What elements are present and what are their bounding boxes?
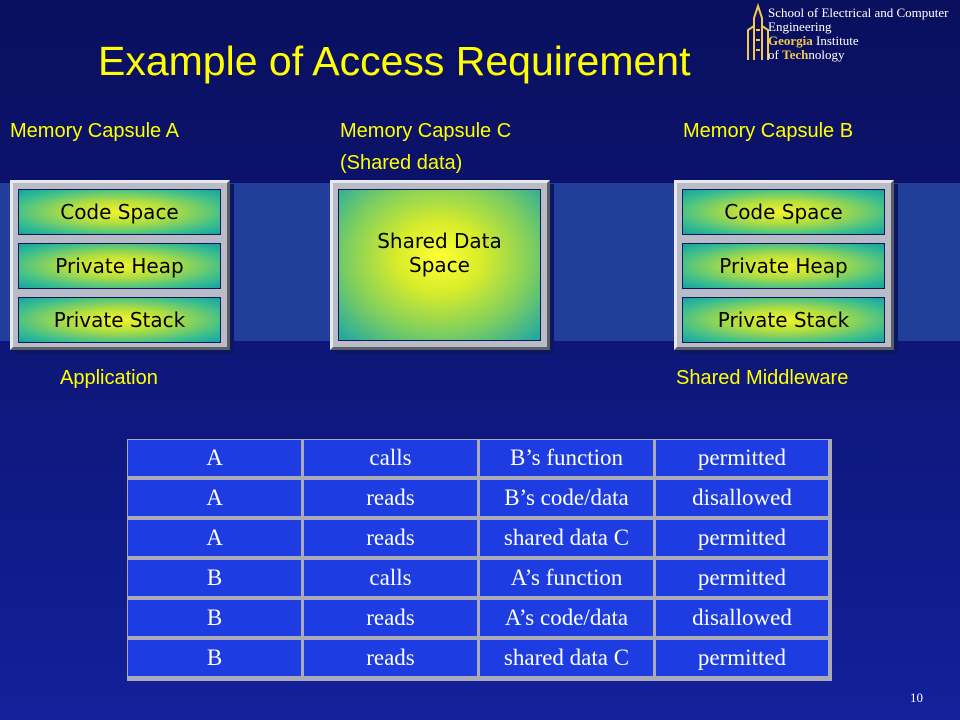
memory-capsule-b: Code Space Private Heap Private Stack — [674, 180, 894, 350]
slide-title: Example of Access Requirement — [98, 38, 691, 84]
tech-tower-icon — [747, 2, 769, 60]
table-cell-result: permitted — [656, 520, 828, 556]
table-row: B reads shared data C permitted — [128, 640, 832, 680]
capsule-b-private-stack: Private Stack — [682, 297, 885, 343]
shared-data-line-2: Space — [409, 253, 470, 277]
logo-line-4: of Technology — [768, 48, 949, 62]
capsule-a-caption: Application — [60, 367, 158, 389]
logo-tech: Tech — [782, 47, 809, 62]
page-number: 10 — [910, 690, 923, 705]
table-cell-result: permitted — [656, 440, 828, 476]
logo-institute: Institute — [812, 33, 859, 48]
logo-text: School of Electrical and Computer Engine… — [768, 6, 949, 62]
table-cell-action: calls — [304, 440, 477, 476]
capsule-b-private-heap: Private Heap — [682, 243, 885, 289]
table-row: B calls A’s function permitted — [128, 560, 832, 600]
logo-georgia: Georgia — [768, 33, 813, 48]
table-cell-subject: A — [128, 440, 301, 476]
table-row: A reads shared data C permitted — [128, 520, 832, 560]
capsule-a-code-space: Code Space — [18, 189, 221, 235]
table-cell-result: disallowed — [656, 600, 828, 636]
capsule-b-code-space: Code Space — [682, 189, 885, 235]
table-cell-target: shared data C — [480, 520, 653, 556]
capsule-a-heading: Memory Capsule A — [10, 120, 179, 142]
table-cell-subject: B — [128, 640, 301, 676]
table-cell-action: reads — [304, 520, 477, 556]
logo-line-3: Georgia Institute — [768, 34, 949, 48]
capsule-c-subheading: (Shared data) — [340, 152, 463, 174]
table-cell-action: reads — [304, 480, 477, 516]
table-cell-subject: A — [128, 520, 301, 556]
logo-of: of — [768, 47, 783, 62]
logo-nology: nology — [808, 47, 845, 62]
capsule-a-private-heap: Private Heap — [18, 243, 221, 289]
table-row: A reads B’s code/data disallowed — [128, 480, 832, 520]
table-cell-target: A’s code/data — [480, 600, 653, 636]
table-cell-target: A’s function — [480, 560, 653, 596]
capsule-c-heading: Memory Capsule C — [340, 120, 512, 142]
table-cell-result: disallowed — [656, 480, 828, 516]
table-cell-target: shared data C — [480, 640, 653, 676]
logo-line-1: School of Electrical and Computer — [768, 5, 949, 20]
table-row: A calls B’s function permitted — [128, 440, 832, 480]
shared-data-line-1: Shared Data — [377, 229, 502, 253]
table-cell-result: permitted — [656, 640, 828, 676]
table-cell-target: B’s code/data — [480, 480, 653, 516]
capsule-a-private-stack: Private Stack — [18, 297, 221, 343]
table-cell-target: B’s function — [480, 440, 653, 476]
georgia-tech-logo — [747, 2, 769, 60]
table-cell-result: permitted — [656, 560, 828, 596]
capsule-c-shared-data-space: Shared Data Space — [338, 189, 541, 341]
table-cell-action: calls — [304, 560, 477, 596]
table-cell-subject: B — [128, 600, 301, 636]
table-cell-subject: B — [128, 560, 301, 596]
logo-line-2: Engineering — [768, 19, 832, 34]
table-row: B reads A’s code/data disallowed — [128, 600, 832, 640]
table-cell-subject: A — [128, 480, 301, 516]
access-table: A calls B’s function permitted A reads B… — [127, 439, 832, 681]
table-cell-action: reads — [304, 600, 477, 636]
capsule-b-heading: Memory Capsule B — [683, 120, 854, 142]
memory-capsule-a: Code Space Private Heap Private Stack — [10, 180, 230, 350]
capsule-b-caption: Shared Middleware — [676, 367, 849, 389]
memory-capsule-c: Shared Data Space — [330, 180, 550, 350]
table-cell-action: reads — [304, 640, 477, 676]
